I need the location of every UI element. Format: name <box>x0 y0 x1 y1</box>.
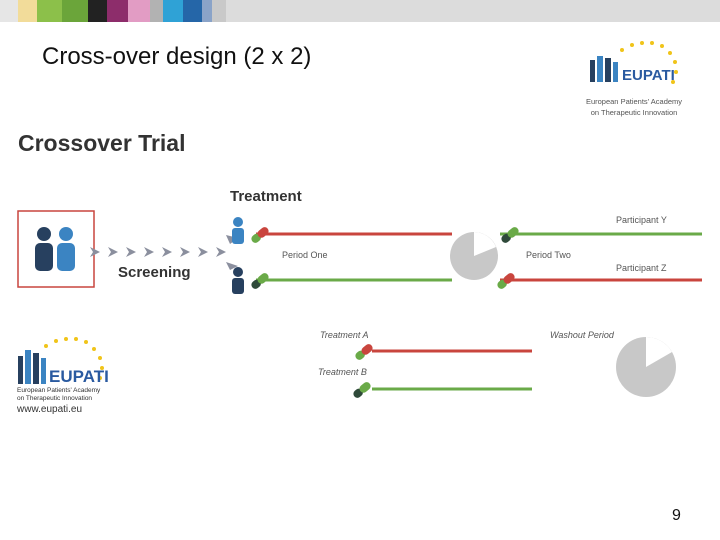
treatment-heading: Treatment <box>230 188 302 205</box>
strip-segment <box>225 0 720 22</box>
participants-icon <box>35 227 75 271</box>
caption-line2: on Therapeutic Innovation <box>590 108 678 117</box>
strip-segment <box>128 0 150 22</box>
eupati-wordmark: EUPATI <box>49 367 109 386</box>
strip-segment <box>182 0 203 22</box>
legend-pill-a-icon <box>355 344 373 360</box>
strip-segment <box>0 0 18 22</box>
eupati-figure-sub: European Patients' Academy on Therapeuti… <box>17 387 100 403</box>
strip-segment <box>17 0 37 22</box>
slide-title: Cross-over design (2 x 2) <box>42 43 312 70</box>
washout-pie-icon <box>450 232 498 280</box>
star-ring-icon <box>44 337 104 380</box>
people-group-icon <box>590 56 618 82</box>
eupati-logo-top: EUPATI <box>590 41 678 84</box>
person-z-icon <box>232 267 244 294</box>
figure-sub-line1: European Patients' Academy <box>17 387 101 394</box>
split-down-arrow-icon <box>226 262 238 270</box>
caption-line1: European Patients' Academy <box>585 97 683 106</box>
star-ring-icon <box>620 41 678 84</box>
legend-treatment-a-label: Treatment A <box>320 330 369 340</box>
person-y-icon <box>232 217 244 244</box>
legend-pill-b-icon <box>353 382 371 398</box>
screening-arrows-icon <box>90 247 226 257</box>
participants-box <box>17 210 95 288</box>
strip-segment <box>87 0 108 22</box>
eupati-caption: European Patients' Academy on Therapeuti… <box>574 96 694 118</box>
strip-segment <box>149 0 164 22</box>
people-group-icon <box>18 350 46 384</box>
strip-segment <box>202 0 213 22</box>
legend-washout-pie-icon <box>616 337 676 397</box>
screening-label: Screening <box>118 264 191 281</box>
eupati-logo-figure: EUPATI <box>18 337 109 386</box>
period-one-label: Period One <box>282 250 328 260</box>
pill-a2-icon <box>497 273 515 289</box>
participant-z-label: Participant Z <box>616 263 667 273</box>
strip-segment <box>212 0 226 22</box>
legend-washout-label: Washout Period <box>550 330 614 340</box>
eupati-url[interactable]: www.eupati.eu <box>17 404 83 415</box>
strip-segment <box>36 0 63 22</box>
legend-treatment-b-label: Treatment B <box>318 367 367 377</box>
pill-b2-icon <box>501 227 519 243</box>
pill-a-icon <box>251 227 269 243</box>
top-color-strip <box>0 0 720 22</box>
strip-segment <box>163 0 183 22</box>
pill-b-icon <box>251 273 269 289</box>
figure-sub-line2: on Therapeutic Innovation <box>17 395 93 402</box>
strip-segment <box>62 0 88 22</box>
period-two-label: Period Two <box>526 250 571 260</box>
strip-segment <box>107 0 129 22</box>
figure-heading: Crossover Trial <box>18 130 186 156</box>
participant-y-label: Participant Y <box>616 215 667 225</box>
page-number: 9 <box>672 507 681 524</box>
eupati-wordmark: EUPATI <box>622 67 675 84</box>
